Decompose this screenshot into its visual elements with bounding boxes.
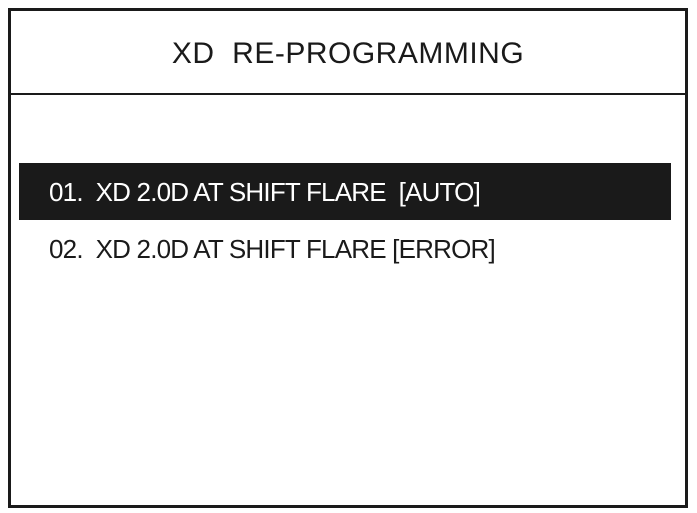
- screen-title: XD RE-PROGRAMMING: [171, 37, 525, 70]
- device-screen: XD RE-PROGRAMMING 01. XD 2.0D AT SHIFT F…: [8, 8, 688, 508]
- menu-item-error[interactable]: 02. XD 2.0D AT SHIFT FLARE [ERROR]: [19, 220, 671, 277]
- menu-item-label: 01. XD 2.0D AT SHIFT FLARE [AUTO]: [49, 176, 481, 207]
- menu-item-label: 02. XD 2.0D AT SHIFT FLARE [ERROR]: [49, 233, 496, 264]
- title-bar: XD RE-PROGRAMMING: [11, 11, 685, 95]
- menu-list: 01. XD 2.0D AT SHIFT FLARE [AUTO] 02. XD…: [11, 163, 685, 277]
- menu-item-auto[interactable]: 01. XD 2.0D AT SHIFT FLARE [AUTO]: [19, 163, 671, 220]
